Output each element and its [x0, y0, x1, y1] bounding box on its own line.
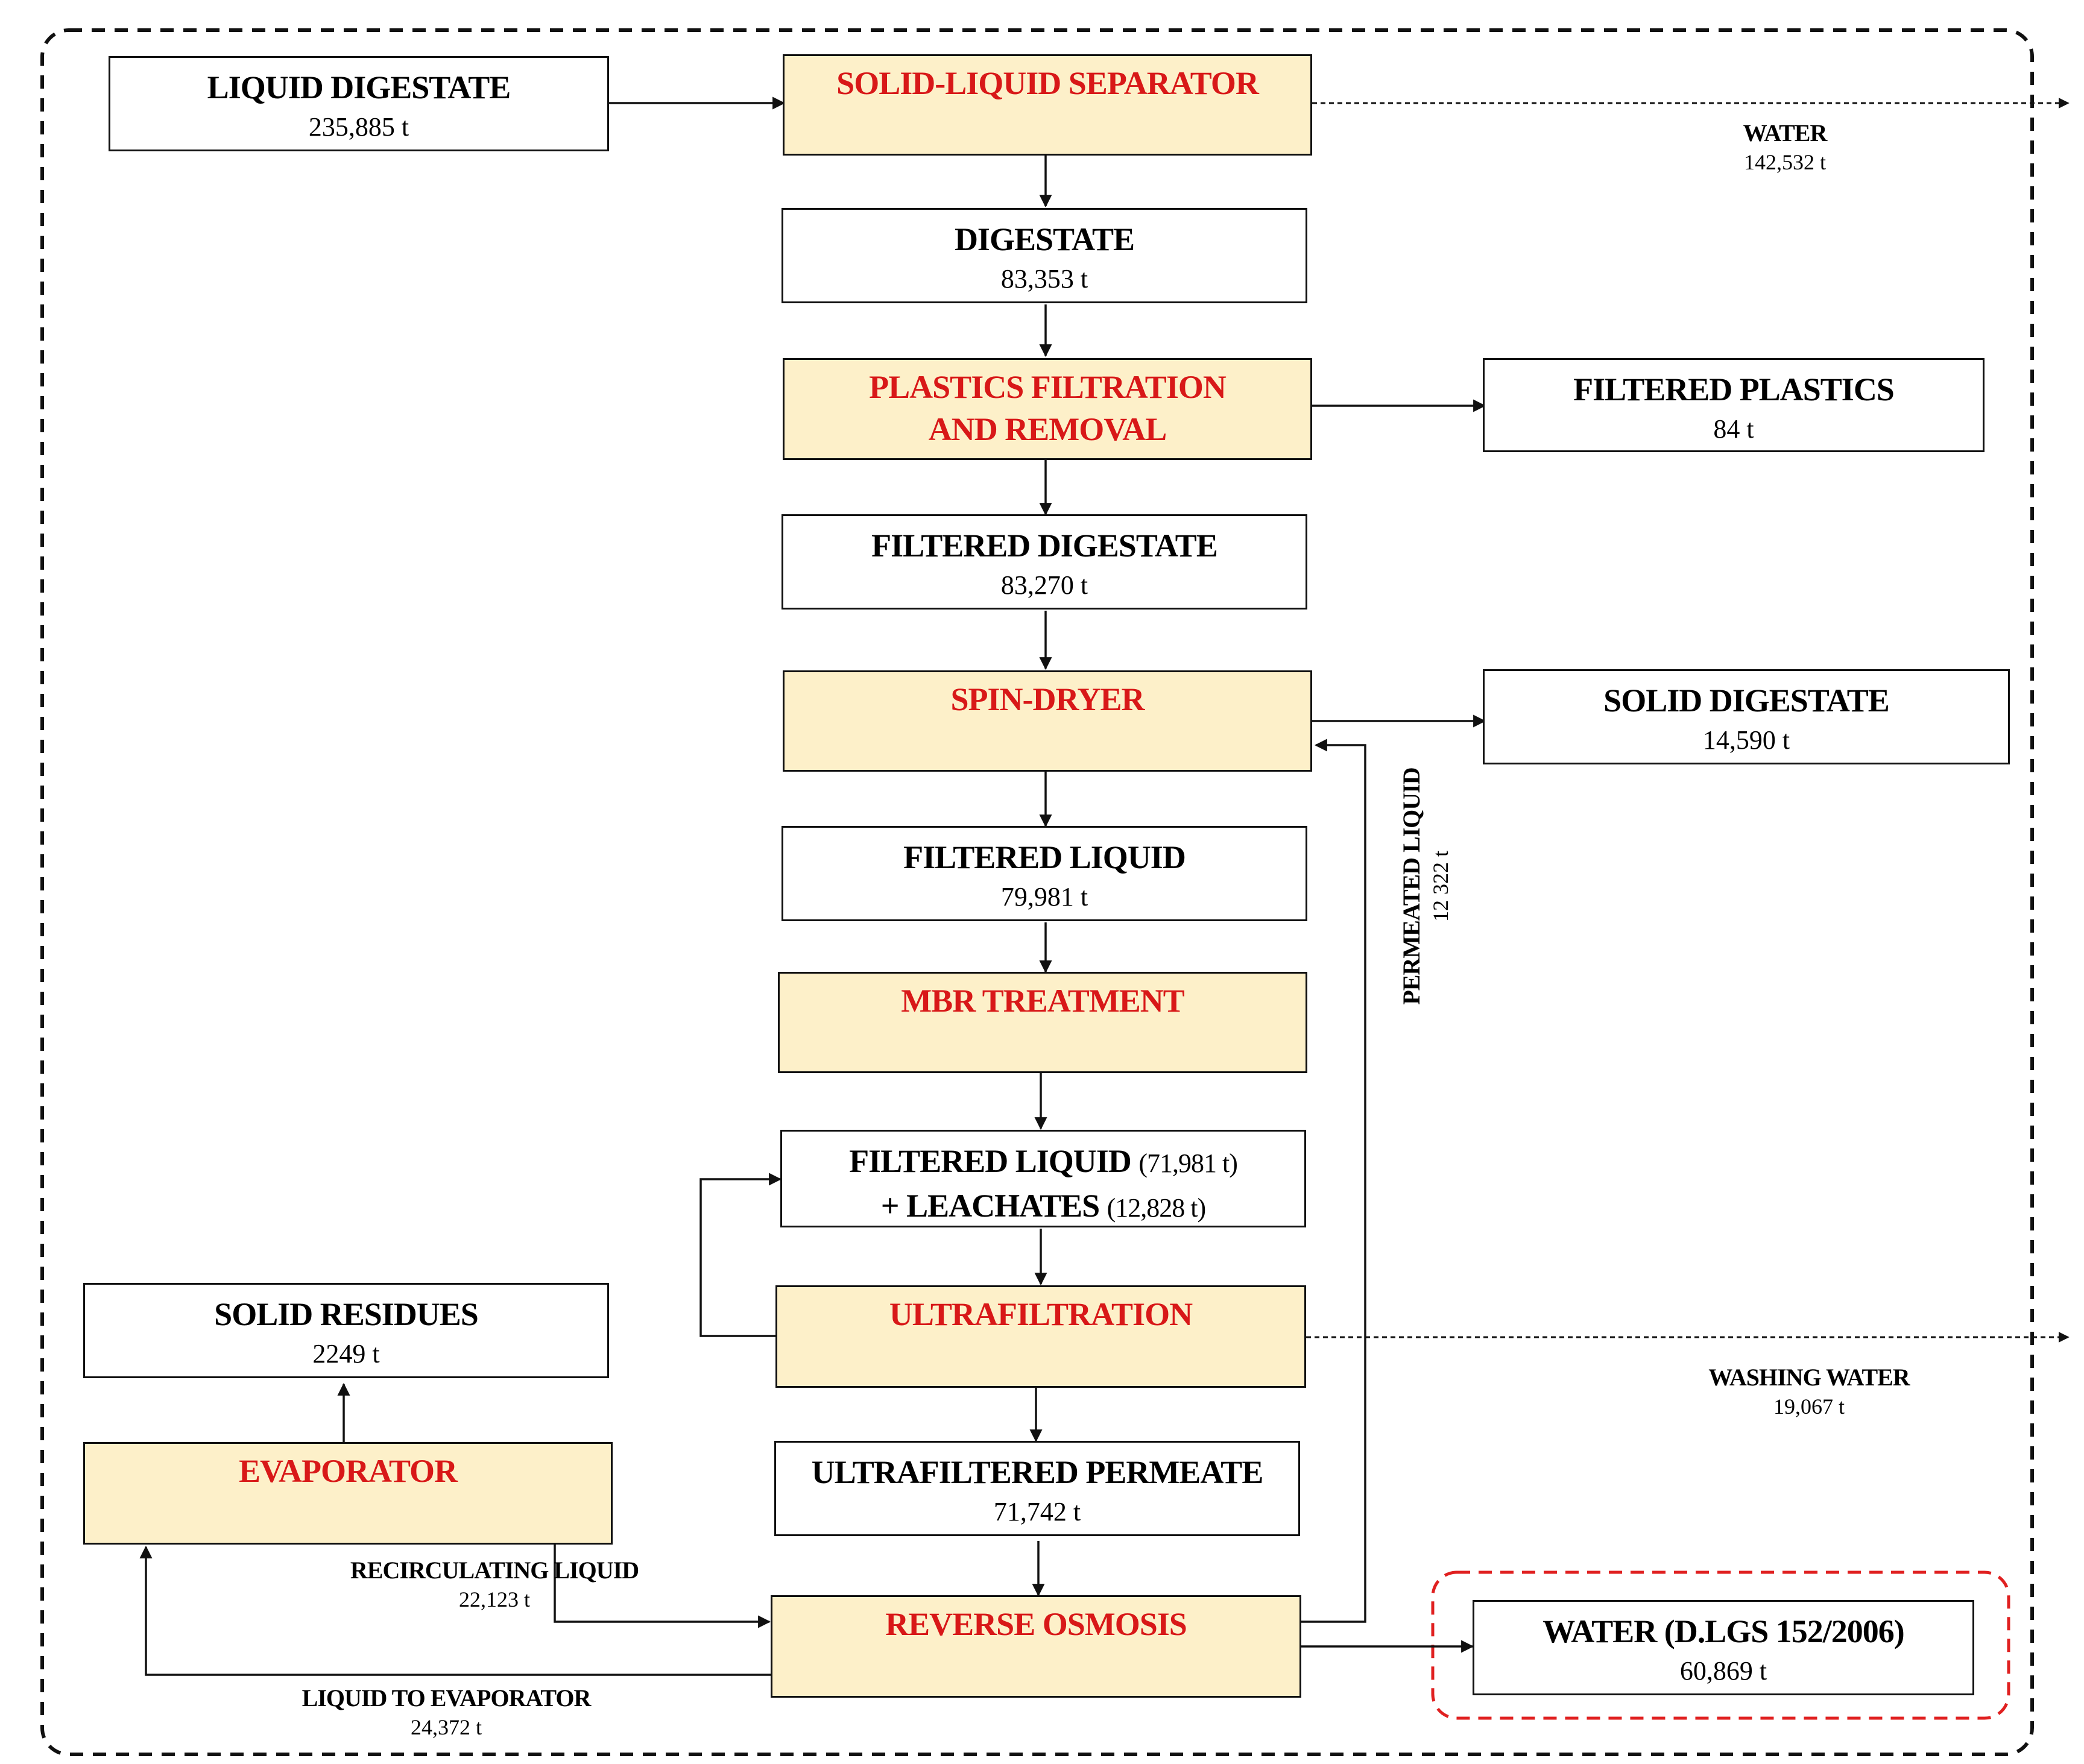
evaporator-box: EVAPORATOR — [83, 1442, 613, 1545]
liquid-to-evaporator-title: LIQUID TO EVAPORATOR — [302, 1684, 592, 1712]
plastics-filtration-label-1: PLASTICS FILTRATION — [869, 369, 1227, 405]
ultrafiltered-permeate-title: ULTRAFILTERED PERMEATE — [811, 1454, 1264, 1490]
solid-digestate-qty: 14,590 t — [1702, 725, 1790, 755]
permeated-liquid-title: PERMEATED LIQUID — [1398, 767, 1425, 1005]
water-flow-qty: 142,532 t — [1743, 150, 1826, 174]
filtered-plastics-qty: 84 t — [1713, 414, 1754, 444]
water-flow-label: WATER 142,532 t — [1664, 118, 1906, 176]
final-water-highlight — [1431, 1570, 2010, 1720]
liquid-digestate-title: LIQUID DIGESTATE — [207, 69, 511, 106]
ultrafiltration-box: ULTRAFILTRATION — [775, 1285, 1306, 1388]
washing-water-title: WASHING WATER — [1708, 1364, 1910, 1391]
solid-liquid-separator-label: SOLID-LIQUID SEPARATOR — [836, 65, 1259, 101]
liquid-to-evaporator-flow-label: LIQUID TO EVAPORATOR 24,372 t — [259, 1683, 633, 1741]
mbr-treatment-box: MBR TREATMENT — [778, 972, 1307, 1073]
digestate-box: DIGESTATE 83,353 t — [782, 208, 1307, 303]
recirculating-liquid-title: RECIRCULATING LIQUID — [350, 1557, 639, 1584]
leachates-line-1: FILTERED LIQUID (71,981 t) — [782, 1140, 1304, 1185]
recirculating-liquid-qty: 22,123 t — [458, 1587, 530, 1611]
washing-water-qty: 19,067 t — [1773, 1394, 1845, 1419]
reverse-osmosis-box: REVERSE OSMOSIS — [771, 1595, 1301, 1698]
permeated-liquid-qty: 12 322 t — [1429, 851, 1453, 922]
arrow-permeated-liquid — [1301, 739, 1366, 1623]
leachates-line-1-qty: (71,981 t) — [1138, 1148, 1238, 1178]
liquid-digestate-box: LIQUID DIGESTATE 235,885 t — [109, 56, 609, 151]
filtered-plastics-box: FILTERED PLASTICS 84 t — [1483, 358, 1985, 452]
reverse-osmosis-label: REVERSE OSMOSIS — [885, 1606, 1187, 1642]
solid-residues-title: SOLID RESIDUES — [214, 1296, 479, 1332]
arrow-liquid-to-evaporator — [139, 1545, 772, 1676]
filtered-digestate-box: FILTERED DIGESTATE 83,270 t — [782, 514, 1307, 610]
leachates-line-2-qty: (12,828 t) — [1107, 1193, 1207, 1223]
washing-water-flow-label: WASHING WATER 19,067 t — [1634, 1362, 1984, 1420]
solid-liquid-separator-box: SOLID-LIQUID SEPARATOR — [783, 54, 1312, 156]
filtered-liquid-box: FILTERED LIQUID 79,981 t — [782, 826, 1307, 921]
system-boundary — [40, 28, 2034, 1756]
evaporator-label: EVAPORATOR — [238, 1453, 458, 1489]
filtered-digestate-qty: 83,270 t — [1000, 570, 1088, 600]
ultrafiltered-permeate-box: ULTRAFILTERED PERMEATE 71,742 t — [774, 1441, 1300, 1536]
liquid-to-evaporator-qty: 24,372 t — [410, 1715, 482, 1739]
liquid-digestate-qty: 235,885 t — [308, 112, 409, 142]
final-water-qty: 60,869 t — [1679, 1656, 1767, 1686]
permeated-liquid-flow-label: PERMEATED LIQUID 12 322 t — [1397, 723, 1454, 1049]
filtered-liquid-leachates-box: FILTERED LIQUID (71,981 t) + LEACHATES (… — [780, 1130, 1306, 1227]
water-flow-title: WATER — [1743, 119, 1828, 146]
solid-digestate-box: SOLID DIGESTATE 14,590 t — [1483, 669, 2010, 764]
mbr-treatment-label: MBR TREATMENT — [901, 983, 1185, 1019]
filtered-liquid-qty: 79,981 t — [1000, 882, 1088, 912]
plastics-filtration-box: PLASTICS FILTRATION AND REMOVAL — [783, 358, 1312, 460]
spin-dryer-label: SPIN-DRYER — [950, 681, 1145, 717]
solid-residues-qty: 2249 t — [312, 1339, 380, 1369]
filtered-plastics-title: FILTERED PLASTICS — [1573, 371, 1895, 408]
ultrafiltration-label: ULTRAFILTRATION — [889, 1296, 1193, 1332]
solid-residues-box: SOLID RESIDUES 2249 t — [83, 1283, 609, 1378]
digestate-qty: 83,353 t — [1000, 264, 1088, 294]
filtered-liquid-title: FILTERED LIQUID — [903, 839, 1186, 875]
leachates-line-2: + LEACHATES (12,828 t) — [782, 1185, 1304, 1229]
ultrafiltered-permeate-qty: 71,742 t — [993, 1497, 1081, 1526]
plastics-filtration-label-2: AND REMOVAL — [928, 411, 1167, 447]
arrow-recirculating-liquid — [554, 1545, 771, 1628]
final-water-title: WATER (D.LGS 152/2006) — [1542, 1613, 1905, 1649]
recirculating-liquid-flow-label: RECIRCULATING LIQUID 22,123 t — [320, 1555, 669, 1613]
arrow-ultrafiltration-loop — [699, 1173, 782, 1337]
leachates-line-1-title: FILTERED LIQUID — [849, 1143, 1132, 1179]
solid-digestate-title: SOLID DIGESTATE — [1603, 682, 1890, 719]
digestate-title: DIGESTATE — [954, 221, 1135, 257]
filtered-digestate-title: FILTERED DIGESTATE — [871, 528, 1218, 564]
leachates-line-2-title: + LEACHATES — [880, 1188, 1100, 1224]
final-water-box: WATER (D.LGS 152/2006) 60,869 t — [1473, 1600, 1974, 1695]
spin-dryer-box: SPIN-DRYER — [783, 670, 1312, 772]
